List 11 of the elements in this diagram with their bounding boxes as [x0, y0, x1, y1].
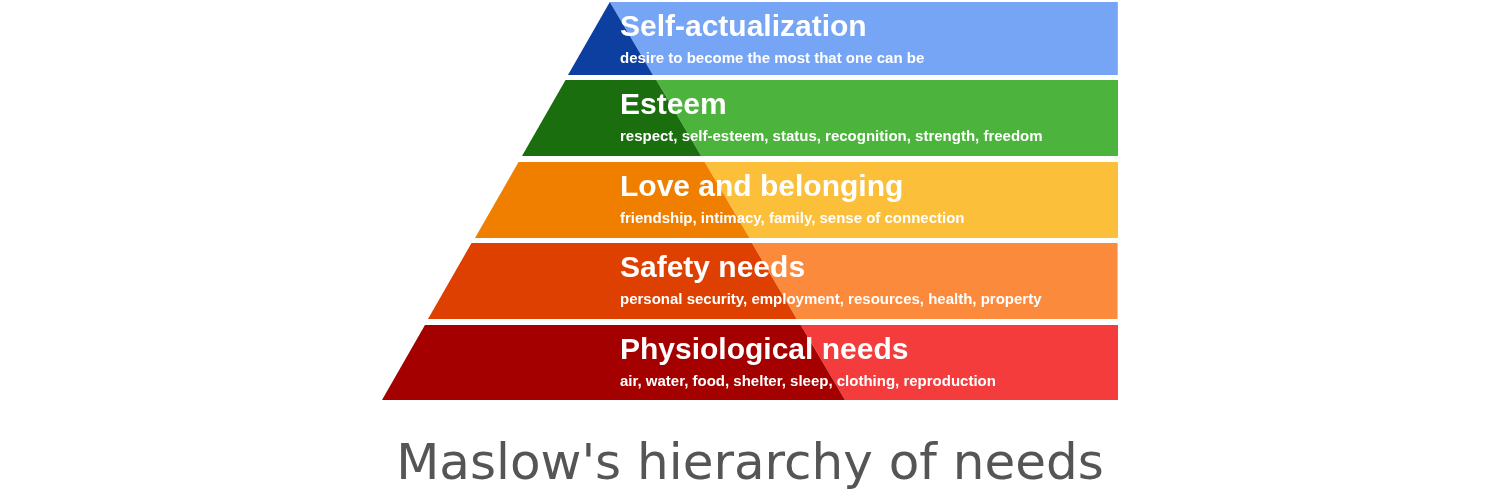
tier-heading: Esteem: [620, 88, 727, 120]
tier-description: desire to become the most that one can be: [620, 49, 925, 67]
diagram-title: Maslow's hierarchy of needs: [395, 432, 1105, 492]
tier-heading: Safety needs: [620, 251, 806, 283]
tier-heading: Physiological needs: [620, 333, 909, 365]
tier-description: friendship, intimacy, family, sense of connection: [620, 209, 965, 227]
tier-heading: Self-actualization: [620, 10, 867, 42]
tier-description: personal security, employment, resources, health, property: [620, 290, 1042, 308]
tier-description: air, water, food, shelter, sleep, clothing, reproduction: [620, 372, 996, 390]
tier-description: respect, self-esteem, status, recognition, strength, freedom: [620, 127, 1043, 145]
tier-heading: Love and belonging: [620, 170, 904, 202]
